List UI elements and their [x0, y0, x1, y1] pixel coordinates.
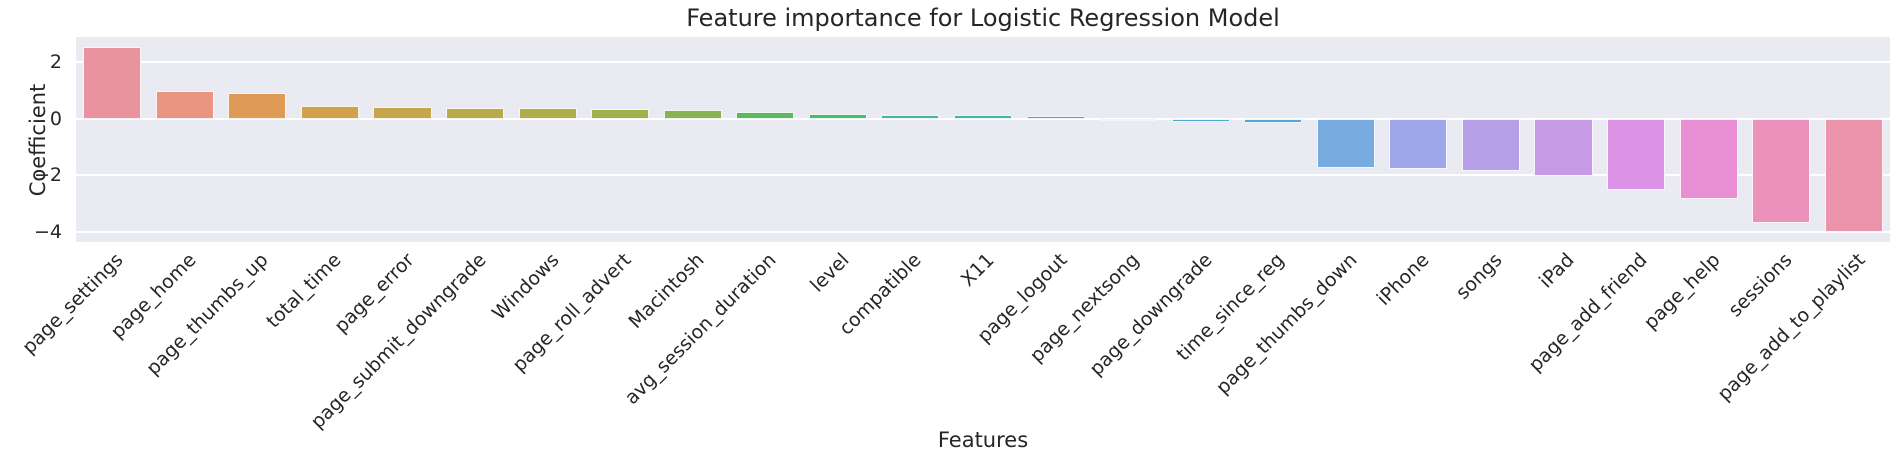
bar-page_home [155, 90, 214, 119]
gridline-y-2 [76, 60, 1890, 63]
bar-page_error [373, 106, 432, 119]
bar-page_settings [83, 46, 142, 119]
y-tick-label-2: 2 [49, 50, 62, 73]
y-tick-label-−4: −4 [33, 221, 62, 244]
bar-level [808, 113, 867, 119]
bar-Macintosh [663, 110, 722, 119]
gridline-y-−4 [76, 231, 1890, 234]
bar-page_help [1679, 118, 1738, 199]
bar-page_add_to_playlist [1824, 118, 1883, 233]
bar-iPhone [1389, 118, 1448, 170]
y-tick-label-0: 0 [49, 107, 62, 130]
chart-title: Feature importance for Logistic Regressi… [686, 4, 1280, 32]
bar-avg_session_duration [736, 111, 795, 119]
bar-page_add_friend [1607, 118, 1666, 190]
bar-total_time [300, 105, 359, 119]
plot-area [76, 37, 1890, 242]
bar-iPad [1534, 118, 1593, 176]
bar-page_thumbs_up [228, 93, 287, 119]
gridline-y-0 [76, 117, 1890, 120]
y-tick-label-−2: −2 [33, 164, 62, 187]
bar-X11 [953, 115, 1013, 119]
bar-page_nextsong [1099, 118, 1158, 121]
bar-page_submit_downgrade [446, 107, 505, 119]
bar-Windows [518, 108, 577, 119]
bar-page_roll_advert [591, 108, 650, 119]
bar-songs [1461, 118, 1520, 171]
bar-page_thumbs_down [1316, 118, 1375, 168]
bar-time_since_reg [1244, 118, 1303, 123]
x-axis-label: Features [937, 428, 1029, 452]
bar-sessions [1752, 118, 1811, 224]
bar-page_downgrade [1171, 118, 1230, 122]
bar-page_logout [1026, 115, 1085, 119]
bar-compatible [881, 114, 940, 119]
gridline-y-−2 [76, 174, 1890, 177]
y-axis-label: Coefficient [26, 83, 50, 197]
